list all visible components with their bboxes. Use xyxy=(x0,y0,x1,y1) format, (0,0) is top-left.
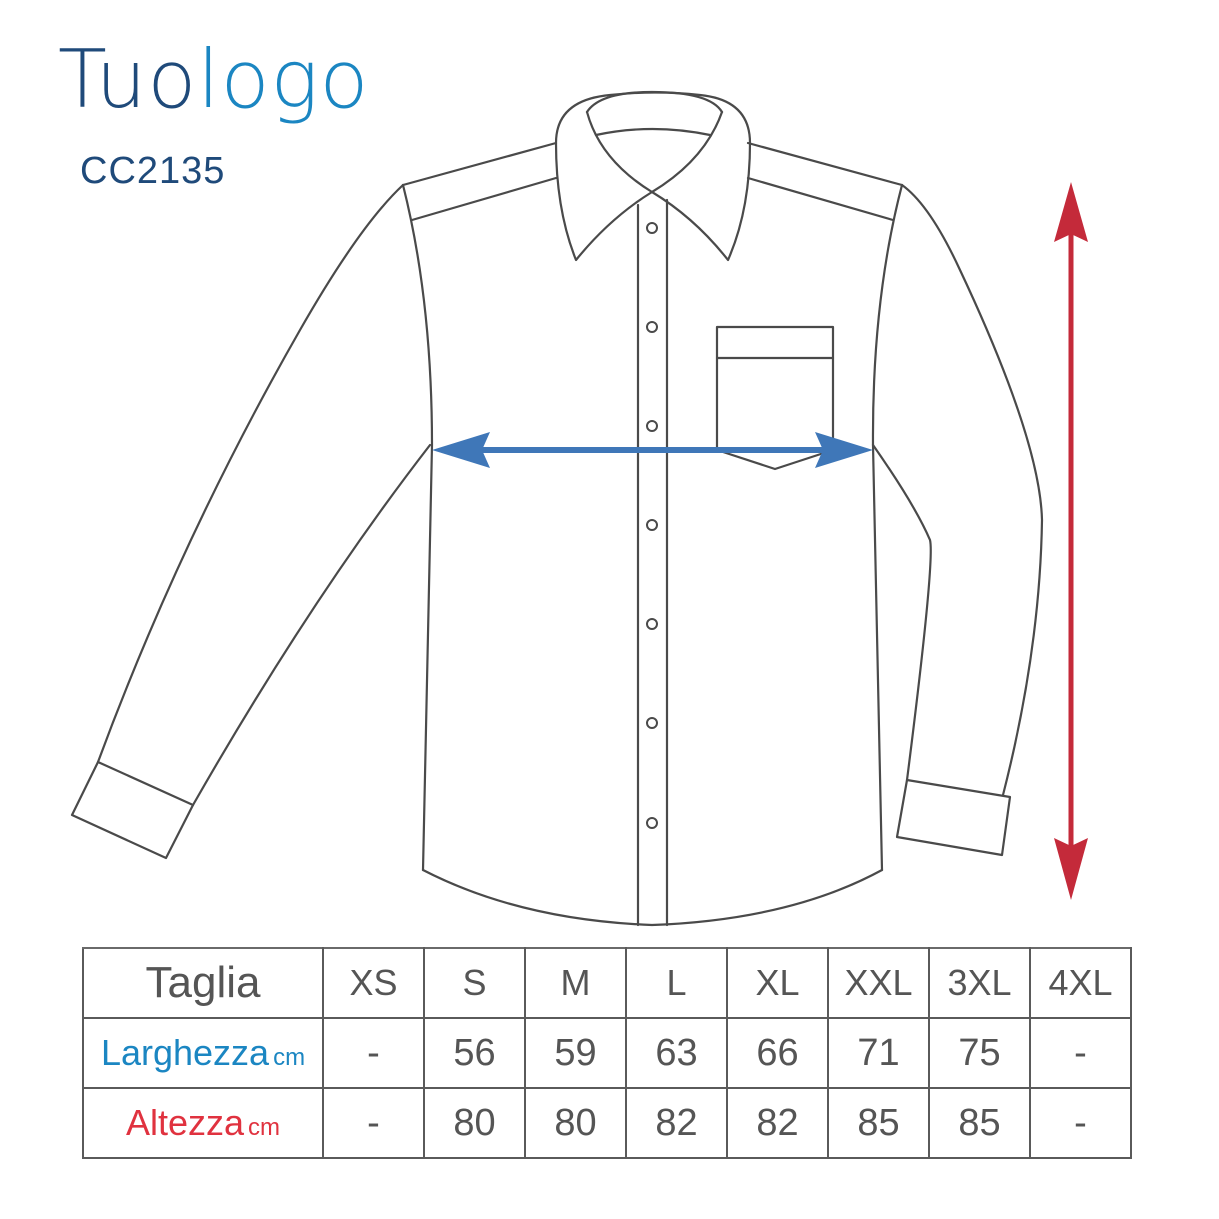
table-cell: 56 xyxy=(423,1017,526,1089)
right-sleeve-outer xyxy=(900,183,1044,797)
product-code: CC2135 xyxy=(80,150,226,192)
size-header: 4XL xyxy=(1029,947,1132,1019)
left-sleeve-inner xyxy=(191,443,432,807)
pocket xyxy=(715,325,835,471)
collar-inner xyxy=(585,90,724,114)
left-cuff xyxy=(70,760,195,860)
yoke-right xyxy=(746,176,895,222)
table-cell: 85 xyxy=(928,1087,1031,1159)
table-cell: - xyxy=(1029,1017,1132,1089)
table-cell: - xyxy=(322,1017,425,1089)
size-table: Taglia XS S M L XL XXL 3XL 4XL Larghezza… xyxy=(82,947,1132,1159)
button-icon xyxy=(646,222,658,234)
size-header: XS xyxy=(322,947,425,1019)
collar-left-flap xyxy=(554,141,654,262)
body-right-side xyxy=(871,183,904,872)
shirt-outline xyxy=(70,90,1044,927)
yoke-left xyxy=(410,176,558,222)
button-icon xyxy=(646,420,658,432)
collar-right-edge xyxy=(650,110,724,194)
table-cell: 85 xyxy=(827,1087,930,1159)
table-cell: 80 xyxy=(423,1087,526,1159)
unit-label: cm xyxy=(248,1113,281,1141)
header-label: Taglia xyxy=(82,947,324,1019)
size-header: M xyxy=(524,947,627,1019)
right-cuff xyxy=(895,778,1012,857)
body-left-side xyxy=(401,183,434,872)
size-header: S xyxy=(423,947,526,1019)
collar-left-edge xyxy=(585,110,654,194)
size-header: L xyxy=(625,947,728,1019)
button-icon xyxy=(646,321,658,333)
right-sleeve-inner xyxy=(871,443,932,782)
width-arrow-icon xyxy=(432,432,873,468)
table-cell: 82 xyxy=(625,1087,728,1159)
logo-text-light: logo xyxy=(197,33,370,126)
button-icon xyxy=(646,717,658,729)
table-header-row: Taglia XS S M L XL XXL 3XL 4XL xyxy=(82,947,1132,1019)
collar-right-flap xyxy=(650,141,752,262)
size-header: XXL xyxy=(827,947,930,1019)
height-arrow-icon xyxy=(1054,182,1088,900)
button-icon xyxy=(646,618,658,630)
shirt-buttons xyxy=(646,222,658,829)
shoulder-left xyxy=(401,141,558,187)
left-sleeve-outer xyxy=(96,183,405,764)
table-cell: 59 xyxy=(524,1017,627,1089)
table-cell: 66 xyxy=(726,1017,829,1089)
table-cell: 75 xyxy=(928,1017,1031,1089)
row-label-text: Larghezza xyxy=(100,1031,270,1073)
hem xyxy=(421,868,884,927)
row-label-text: Altezza xyxy=(125,1101,245,1143)
button-icon xyxy=(646,519,658,531)
button-icon xyxy=(646,817,658,829)
table-cell: - xyxy=(322,1087,425,1159)
shoulder-right xyxy=(746,141,904,187)
collar-band xyxy=(594,127,712,137)
brand-logo: Tuologo xyxy=(58,40,370,120)
table-cell: 71 xyxy=(827,1017,930,1089)
table-cell: 82 xyxy=(726,1087,829,1159)
logo-text-dark: Tuo xyxy=(58,33,198,126)
table-cell: 63 xyxy=(625,1017,728,1089)
unit-label: cm xyxy=(273,1043,306,1071)
size-header: XL xyxy=(726,947,829,1019)
table-cell: - xyxy=(1029,1087,1132,1159)
size-header: 3XL xyxy=(928,947,1031,1019)
shirt-diagram xyxy=(70,90,1088,927)
table-cell: 80 xyxy=(524,1087,627,1159)
